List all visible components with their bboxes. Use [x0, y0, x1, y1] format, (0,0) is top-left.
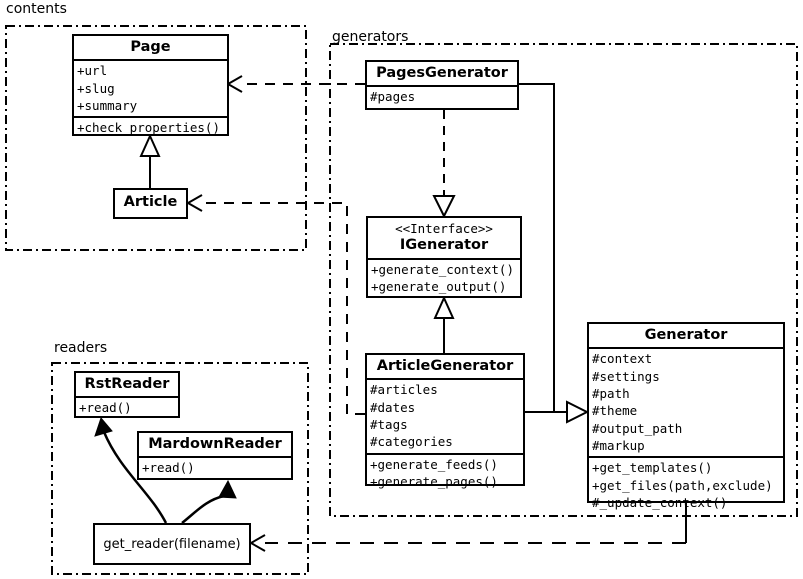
- method-row: +get_templates(): [592, 460, 713, 476]
- class-box-articlegenerator[interactable]: ArticleGenerator #articles #dates #tags …: [365, 353, 525, 489]
- class-methods-igenerator: +generate_context() +generate_output(): [368, 260, 520, 298]
- class-methods-page: +check_properties(): [74, 118, 227, 138]
- relation-article-generalizes-page: [139, 133, 161, 188]
- class-box-article[interactable]: Article: [113, 188, 188, 219]
- class-name-articlegenerator: ArticleGenerator: [376, 358, 514, 374]
- method-row: +generate_pages(): [370, 474, 498, 490]
- relation-articlegenerator-depends-article: [185, 194, 365, 415]
- method-row: +generate_feeds(): [370, 456, 498, 472]
- class-methods-generator: +get_templates() +get_files(path,exclude…: [589, 458, 783, 513]
- relation-getreader-returns-mardownreader: [181, 479, 237, 524]
- class-name-text: IGenerator: [399, 237, 489, 254]
- attribute-row: #settings: [592, 368, 660, 384]
- class-name-article: Article: [123, 194, 178, 210]
- class-name-page: Page: [130, 39, 171, 55]
- attribute-row: #pages: [370, 89, 416, 105]
- class-box-mardownreader[interactable]: MardownReader +read(): [137, 431, 293, 480]
- class-attributes-page: +url +slug +summary: [74, 61, 227, 116]
- package-label-readers: readers: [54, 340, 108, 356]
- class-box-igenerator[interactable]: <<Interface>> IGenerator +generate_conte…: [366, 216, 522, 298]
- class-name-igenerator: <<Interface>> IGenerator: [368, 218, 520, 258]
- attribute-row: +url: [77, 63, 108, 79]
- function-label: get_reader(filename): [103, 536, 241, 552]
- attribute-row: #tags: [370, 416, 408, 432]
- method-row: +generate_output(): [371, 278, 507, 294]
- attribute-row: #path: [592, 385, 630, 401]
- attribute-row: #categories: [370, 434, 453, 450]
- class-methods-rstreader: +read(): [76, 398, 178, 418]
- relation-pagesgenerator-depends-page: [225, 75, 365, 93]
- relation-generators-generalize-generator: [519, 83, 590, 424]
- method-row: +generate_context(): [371, 261, 514, 277]
- class-box-page[interactable]: Page +url +slug +summary +check_properti…: [72, 34, 229, 136]
- class-stereotype-igenerator: <<Interface>>: [395, 221, 493, 236]
- function-box-get-reader[interactable]: get_reader(filename): [93, 523, 251, 565]
- method-row: +check_properties(): [77, 120, 220, 136]
- relation-pagesgenerator-realizes-igenerator: [432, 110, 456, 219]
- attribute-row: #dates: [370, 399, 416, 415]
- class-box-generator[interactable]: Generator #context #settings #path #them…: [587, 322, 785, 510]
- method-row: #_update_context(): [592, 495, 728, 511]
- method-row: +read(): [79, 400, 132, 416]
- class-methods-mardownreader: +read(): [139, 458, 291, 478]
- class-box-rstreader[interactable]: RstReader +read(): [74, 371, 180, 418]
- attribute-row: #theme: [592, 403, 638, 419]
- method-row: +get_files(path,exclude): [592, 477, 773, 493]
- attribute-row: +summary: [77, 97, 138, 113]
- attribute-row: #markup: [592, 438, 645, 454]
- class-box-pagesgenerator[interactable]: PagesGenerator #pages: [365, 60, 519, 110]
- attribute-row: #context: [592, 351, 653, 367]
- class-name-mardownreader: MardownReader: [148, 436, 282, 452]
- package-label-generators: generators: [332, 29, 409, 45]
- class-attributes-generator: #context #settings #path #theme #output_…: [589, 349, 783, 456]
- attribute-row: +slug: [77, 80, 115, 96]
- package-label-contents: contents: [6, 1, 67, 17]
- class-name-rstreader: RstReader: [84, 376, 170, 392]
- class-name-generator: Generator: [644, 327, 728, 343]
- class-attributes-articlegenerator: #articles #dates #tags #categories: [367, 380, 523, 453]
- class-name-pagesgenerator: PagesGenerator: [376, 65, 508, 81]
- relation-articlegenerator-generalizes-igenerator: [433, 295, 455, 353]
- class-attributes-pagesgenerator: #pages: [367, 87, 517, 107]
- method-row: +read(): [142, 460, 195, 476]
- class-methods-articlegenerator: +generate_feeds() +generate_pages(): [367, 455, 523, 493]
- attribute-row: #articles: [370, 382, 438, 398]
- attribute-row: #output_path: [592, 420, 683, 436]
